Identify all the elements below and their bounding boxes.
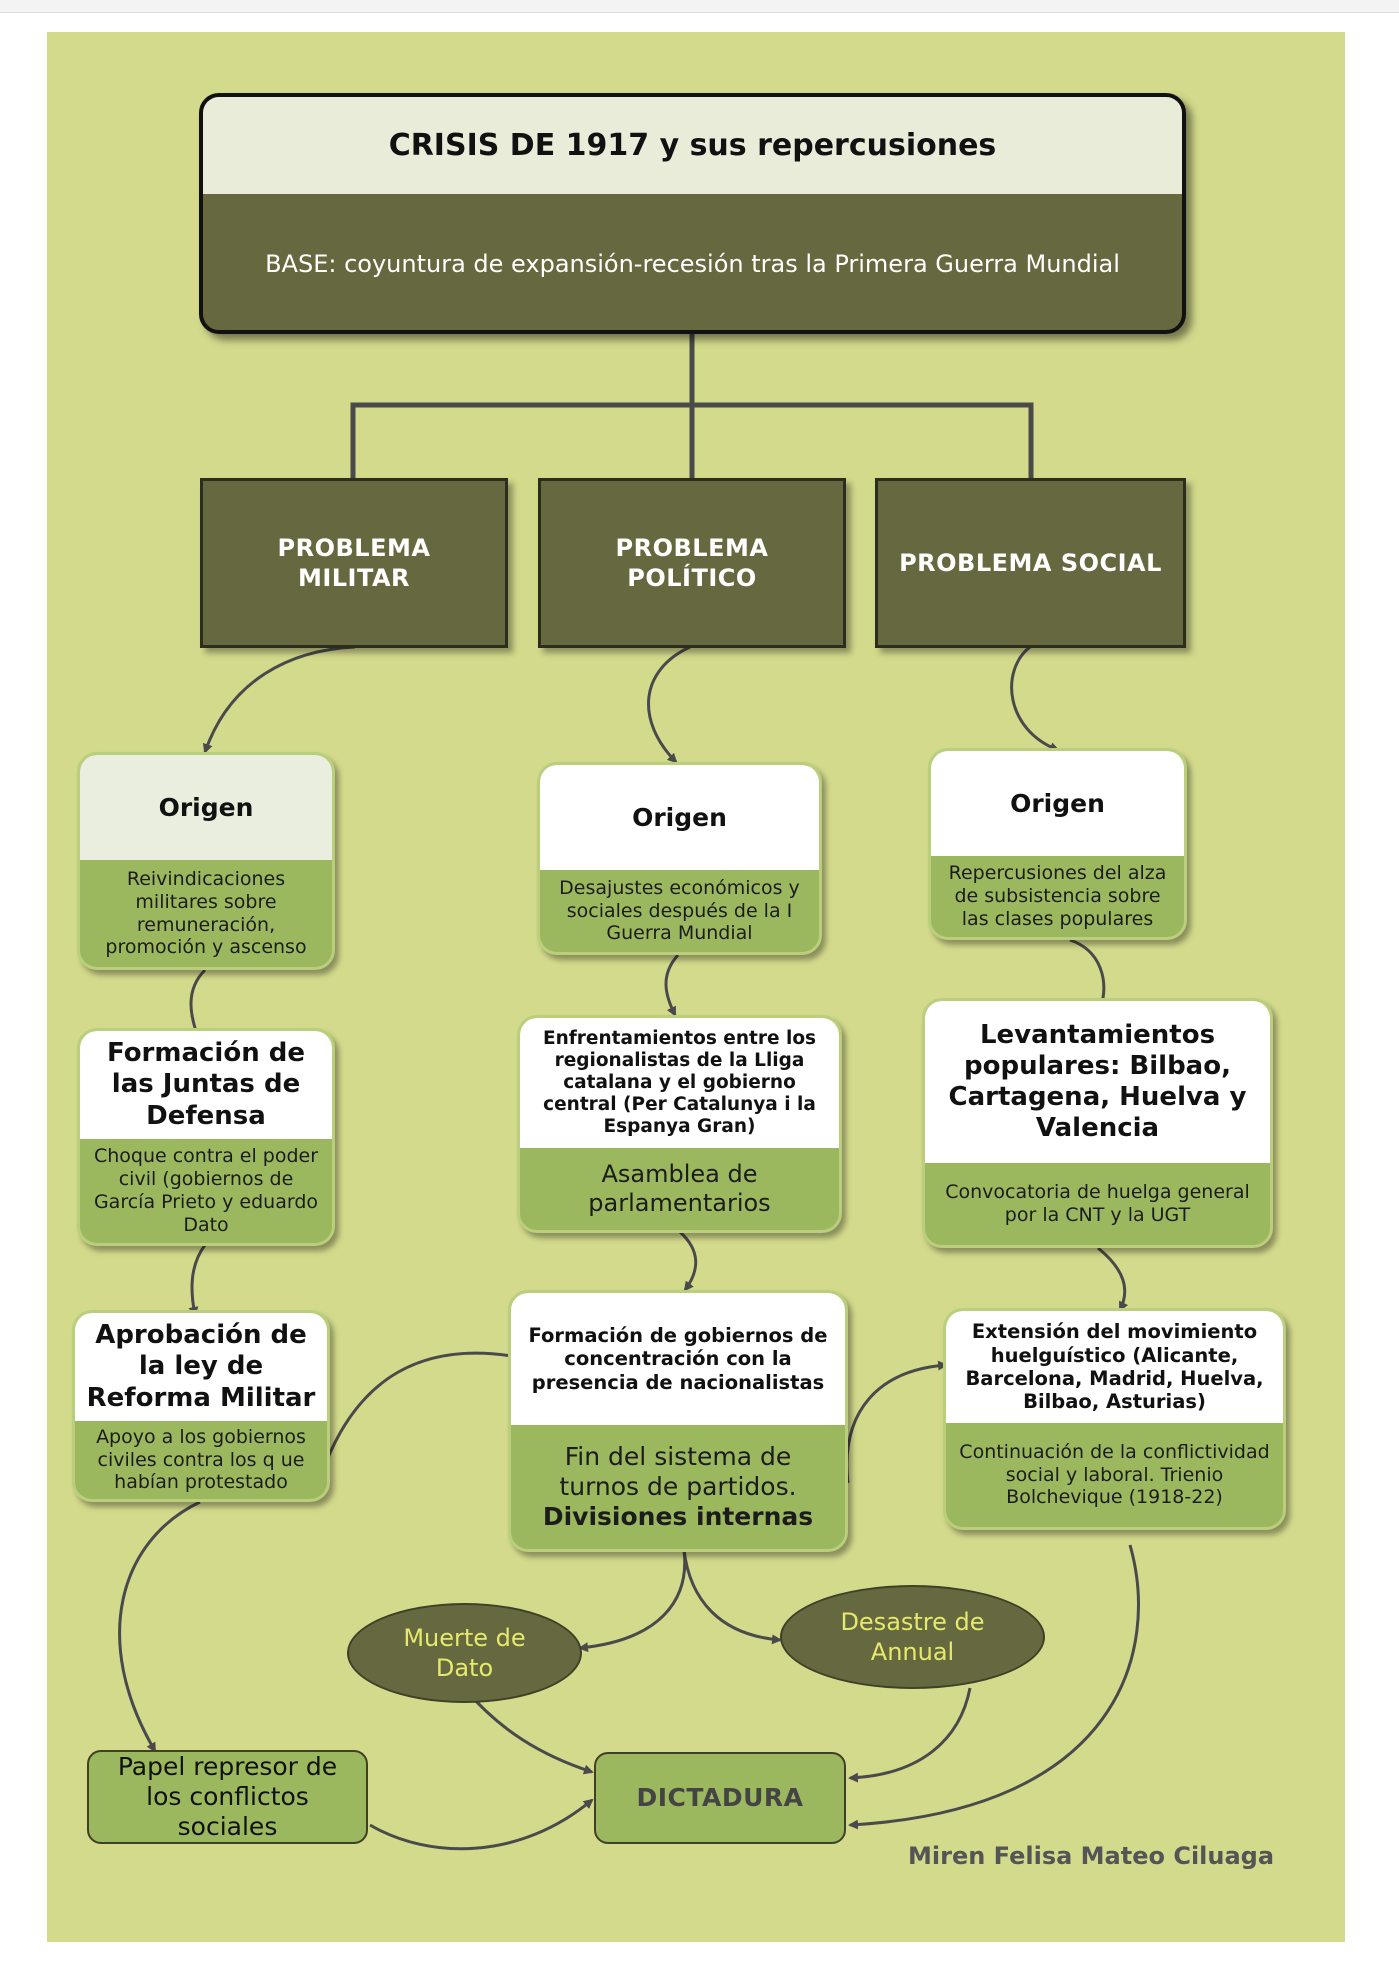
politico-gobiernos-bold: Divisiones internas: [542, 1502, 814, 1531]
muerte-dato-ellipse: Muerte de Dato: [347, 1603, 582, 1703]
problem-militar-label: PROBLEMA MILITAR: [277, 534, 431, 592]
militar-origen-title: Origen: [80, 755, 332, 860]
dictadura-label: DICTADURA: [636, 1783, 804, 1812]
window-top-bar: [0, 0, 1399, 13]
social-extension-text: Continuación de la conflictividad social…: [959, 1440, 1270, 1509]
title-base: BASE: coyuntura de expansión-recesión tr…: [265, 250, 1120, 278]
title-heading: CRISIS DE 1917 y sus repercusiones: [203, 97, 1182, 194]
politico-enfrent-card: Enfrentamientos entre los regionalistas …: [517, 1015, 842, 1233]
social-extension-title: Extensión del movimiento huelguístico (A…: [946, 1311, 1283, 1423]
represor-box: Papel represor de los conflictos sociale…: [87, 1750, 368, 1844]
militar-juntas-card: Formación de las Juntas de Defensa Choqu…: [77, 1028, 335, 1246]
social-origen-title: Origen: [931, 751, 1184, 856]
militar-juntas-text: Choque contra el poder civil (gobiernos …: [93, 1145, 319, 1236]
dictadura-box: DICTADURA: [594, 1752, 846, 1844]
militar-ley-title: Aprobación de la ley de Reforma Militar: [75, 1313, 327, 1421]
politico-gobiernos-text: Fin del sistema de turnos de partidos.: [559, 1442, 797, 1501]
militar-origen-text: Reivindicaciones militares sobre remuner…: [105, 867, 307, 959]
author-credit: Miren Felisa Mateo Ciluaga: [908, 1842, 1275, 1870]
militar-origen-card: Origen Reivindicaciones militares sobre …: [77, 752, 335, 970]
social-extension-card: Extensión del movimiento huelguístico (A…: [943, 1308, 1286, 1530]
militar-ley-text: Apoyo a los gobiernos civiles contra los…: [96, 1425, 306, 1494]
problem-politico-label: PROBLEMA POLÍTICO: [615, 534, 769, 592]
social-levant-text: Convocatoria de huelga general por la CN…: [945, 1181, 1250, 1226]
social-origen-text: Repercusiones del alza de subsistencia s…: [948, 862, 1167, 930]
social-levant-title: Levantamientos populares: Bilbao, Cartag…: [925, 1001, 1270, 1163]
problem-social-label: PROBLEMA SOCIAL: [899, 549, 1162, 577]
militar-juntas-title: Formación de las Juntas de Defensa: [80, 1031, 332, 1139]
politico-enfrent-text: Asamblea de parlamentarios: [588, 1160, 771, 1217]
politico-gobiernos-title: Formación de gobiernos de concentración …: [511, 1293, 845, 1425]
social-origen-card: Origen Repercusiones del alza de subsist…: [928, 748, 1187, 940]
politico-enfrent-title: Enfrentamientos entre los regionalistas …: [520, 1018, 839, 1148]
politico-gobiernos-card: Formación de gobiernos de concentración …: [508, 1290, 848, 1552]
problem-militar-box: PROBLEMA MILITAR: [200, 478, 508, 648]
politico-origen-text: Desajustes económicos y sociales después…: [559, 876, 800, 945]
problem-social-box: PROBLEMA SOCIAL: [875, 478, 1186, 648]
represor-label: Papel represor de los conflictos sociale…: [117, 1752, 338, 1841]
problem-politico-box: PROBLEMA POLÍTICO: [538, 478, 846, 648]
desastre-annual-label: Desastre de Annual: [840, 1608, 985, 1666]
social-levant-card: Levantamientos populares: Bilbao, Cartag…: [922, 998, 1273, 1248]
militar-ley-card: Aprobación de la ley de Reforma Militar …: [72, 1310, 330, 1502]
politico-origen-title: Origen: [540, 765, 819, 870]
desastre-annual-ellipse: Desastre de Annual: [780, 1585, 1045, 1689]
muerte-dato-label: Muerte de Dato: [403, 1624, 526, 1682]
politico-gobiernos-body: Fin del sistema de turnos de partidos. D…: [511, 1425, 845, 1549]
politico-origen-card: Origen Desajustes económicos y sociales …: [537, 762, 822, 955]
title-box: CRISIS DE 1917 y sus repercusiones BASE:…: [199, 93, 1186, 334]
